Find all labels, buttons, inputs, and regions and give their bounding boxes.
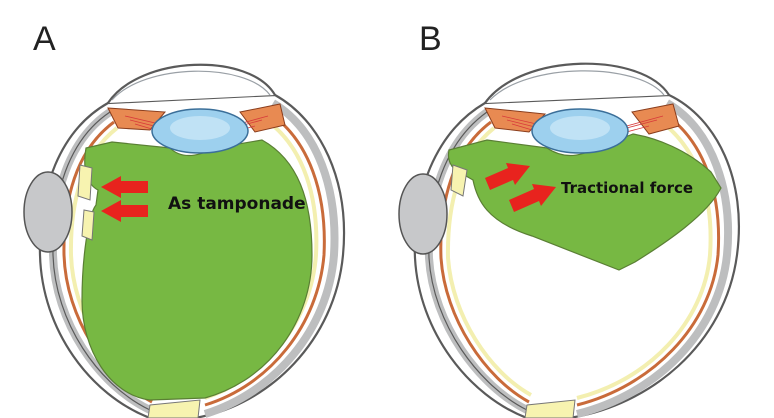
face-shape <box>23 171 73 253</box>
annotation-label: As tamponade <box>168 194 306 214</box>
cornea <box>107 63 276 104</box>
ciliary-body-right <box>631 103 680 135</box>
eye-diagram-b <box>398 62 741 418</box>
panel-b: B Tractional force <box>387 0 774 418</box>
cornea <box>484 62 670 104</box>
optic-nerve <box>524 399 576 418</box>
face-shape <box>398 173 448 255</box>
annotation-label: Tractional force <box>561 179 694 197</box>
right-arrow-icon <box>485 163 556 212</box>
eye-diagram-a <box>23 63 346 418</box>
panel-label: A <box>33 20 56 58</box>
right-arrow-icon <box>101 176 148 222</box>
ciliary-body-right <box>239 103 286 133</box>
panel-label: B <box>419 20 442 58</box>
panel-a: A As tamponade <box>23 20 346 418</box>
optic-nerve <box>147 399 201 418</box>
